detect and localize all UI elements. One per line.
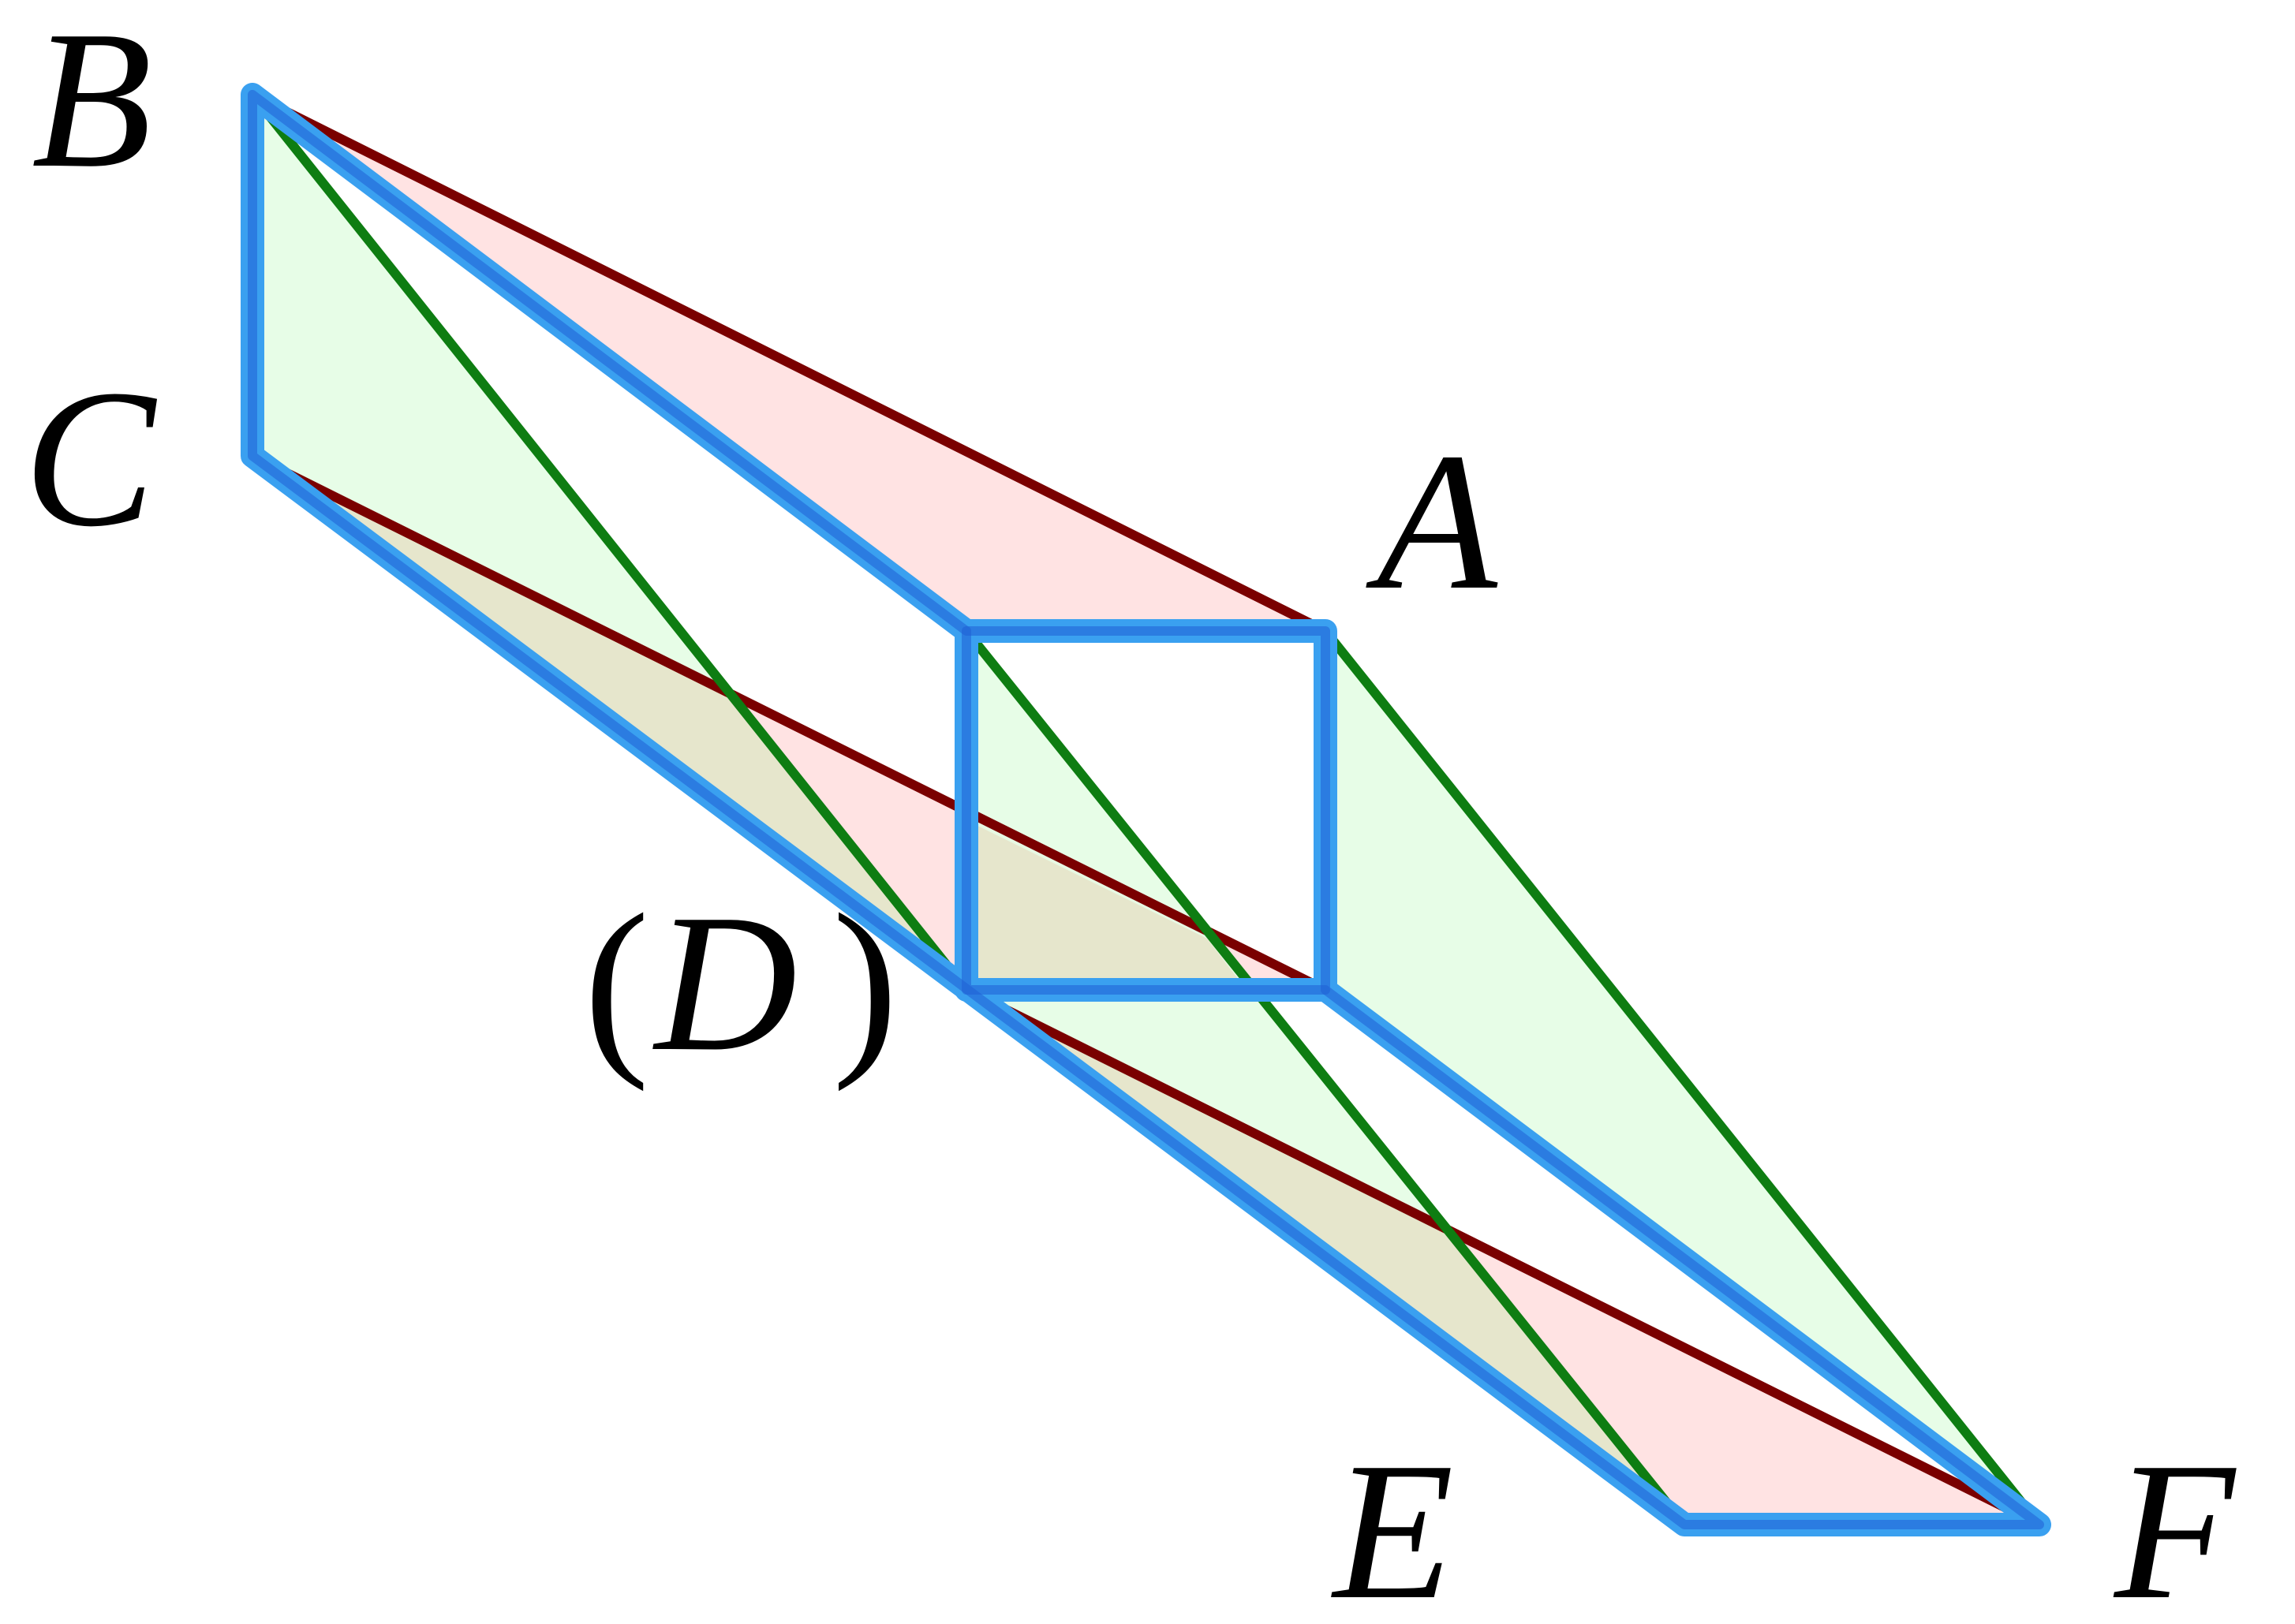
blue-outline-core <box>248 90 2044 1529</box>
overlap-region-center <box>966 820 1247 990</box>
label-point-D-close-paren: ) <box>832 874 898 1092</box>
label-point-E: E <box>1331 1422 1454 1624</box>
blue-outline <box>241 83 2051 1536</box>
label-point-A: A <box>1366 413 1498 631</box>
label-point-F: F <box>2113 1422 2237 1624</box>
blue-outline-halo <box>241 83 2051 1536</box>
blue-inner-square-core <box>962 626 1330 995</box>
label-point-D-open-paren: ( <box>584 874 649 1092</box>
label-point-C: C <box>24 349 158 568</box>
label-point-B: B <box>32 0 152 209</box>
label-point-D: D <box>652 874 798 1092</box>
dark-red-edges <box>248 90 2044 1529</box>
green-edges <box>248 90 2044 1529</box>
